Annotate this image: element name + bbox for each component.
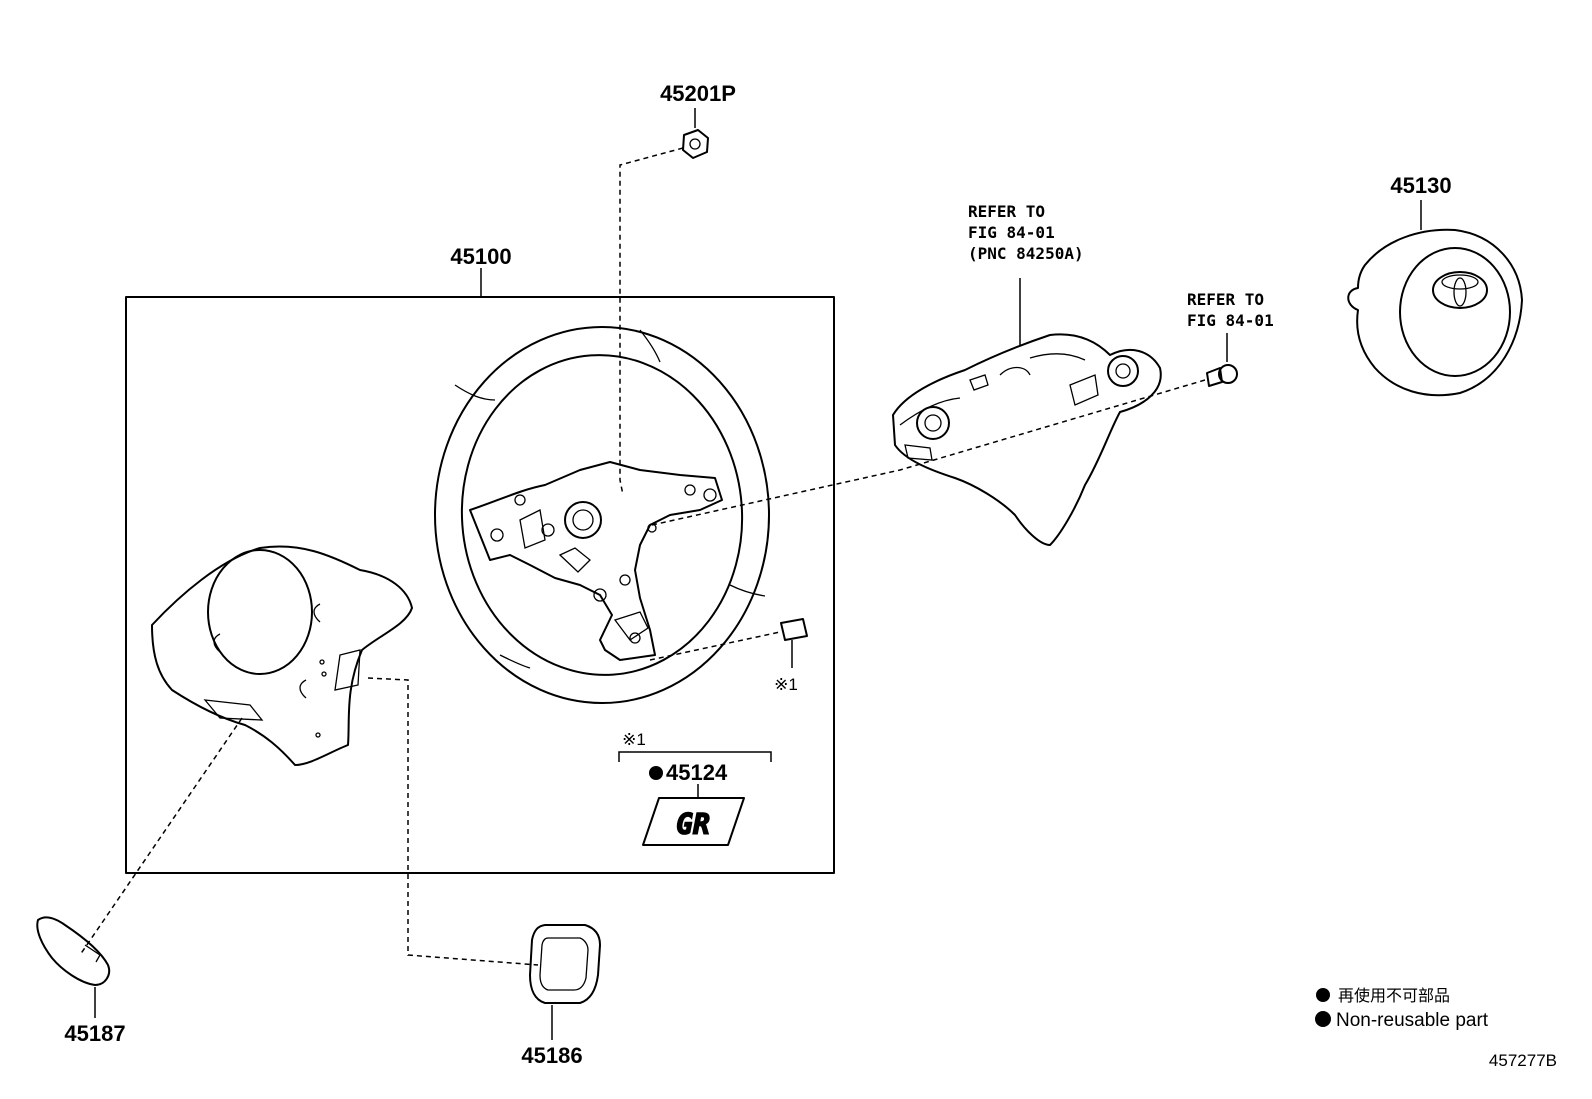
switch-assembly [892, 333, 1162, 546]
part-label-45130: 45130 [1390, 173, 1451, 198]
part-label-45201P: 45201P [660, 81, 736, 106]
legend-dot-en [1315, 1011, 1331, 1027]
dashed-line-pad [651, 379, 1206, 526]
svg-text:GR: GR [676, 808, 710, 841]
nut-45201P [682, 129, 709, 159]
ref-a-line3: (PNC 84250A) [968, 244, 1084, 263]
lower-cover [151, 545, 413, 766]
ref-b-line1: REFER TO [1187, 290, 1264, 309]
airbag-module [1347, 228, 1523, 397]
note-mark-group: ※1 [622, 730, 646, 749]
part-label-45187: 45187 [64, 1021, 125, 1046]
ref-a-line1: REFER TO [968, 202, 1045, 221]
dashed-line-45186 [367, 677, 539, 966]
cap-45187 [36, 916, 111, 986]
steering-wheel [434, 326, 770, 704]
diagram-code: 457277B [1489, 1051, 1557, 1070]
non-reusable-dot-45124 [649, 766, 663, 780]
dashed-line-emblem [649, 631, 781, 661]
gr-emblem: GR [642, 797, 745, 846]
assembly-frame-45100 [125, 296, 835, 874]
legend-jp: 再使用不可部品 [1338, 986, 1450, 1005]
part-label-45100: 45100 [450, 244, 511, 269]
bracket-45124 [618, 751, 772, 762]
dashed-line-45187 [79, 717, 243, 956]
dashed-line-nut [619, 147, 684, 496]
ref-b-line2: FIG 84-01 [1187, 311, 1274, 330]
bolt [1206, 364, 1238, 387]
part-label-45186: 45186 [521, 1043, 582, 1068]
label-patch [780, 618, 808, 641]
legend-dot-jp [1316, 988, 1330, 1002]
note-mark-1: ※1 [774, 675, 798, 694]
ref-a-line2: FIG 84-01 [968, 223, 1055, 242]
bezel-45186 [529, 924, 601, 1004]
legend-en: Non-reusable part [1336, 1010, 1489, 1031]
part-label-45124: 45124 [666, 760, 728, 785]
toyota-logo-icon [1432, 271, 1488, 309]
